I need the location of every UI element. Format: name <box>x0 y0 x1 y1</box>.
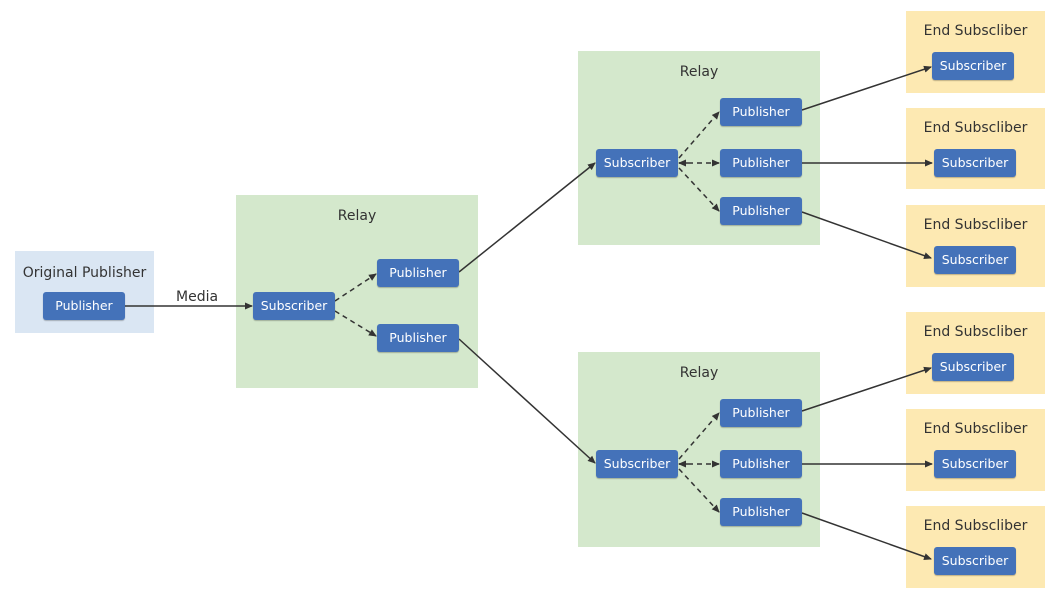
edge-relay2-internal-1 <box>678 111 720 159</box>
end-subscriber-node-6[interactable]: Subscriber <box>934 547 1016 575</box>
edge-to-end-4 <box>801 366 932 412</box>
edge-relay1-internal-1 <box>334 273 377 302</box>
end-subscriber-title-2: End Subscliber <box>923 120 1028 136</box>
relay-title-2: Relay <box>679 64 719 80</box>
relay3-subscriber-node[interactable]: Subscriber <box>596 450 678 478</box>
relay1-publisher-node-1[interactable]: Publisher <box>377 259 459 287</box>
end-subscriber-node-5[interactable]: Subscriber <box>934 450 1016 478</box>
edge-relay3-internal-1 <box>678 412 720 460</box>
end-subscriber-node-3[interactable]: Subscriber <box>934 246 1016 274</box>
edge-relay3-internal-3 <box>678 468 720 513</box>
end-subscriber-node-2[interactable]: Subscriber <box>934 149 1016 177</box>
relay3-publisher-node-3[interactable]: Publisher <box>720 498 802 526</box>
relay2-publisher-node-3[interactable]: Publisher <box>720 197 802 225</box>
relay-group-1: Relay <box>236 195 478 388</box>
end-subscriber-node-4[interactable]: Subscriber <box>932 353 1014 381</box>
edge-relay1-internal-2 <box>334 310 377 337</box>
relay-title-3: Relay <box>679 365 719 381</box>
relay1-publisher-node-2[interactable]: Publisher <box>377 324 459 352</box>
original-publisher-title: Original Publisher <box>22 265 147 281</box>
relay3-publisher-node-1[interactable]: Publisher <box>720 399 802 427</box>
relay-title-1: Relay <box>337 208 377 224</box>
edge-to-end-6 <box>801 512 932 560</box>
end-subscriber-node-1[interactable]: Subscriber <box>932 52 1014 80</box>
end-subscriber-title-5: End Subscliber <box>923 421 1028 437</box>
relay3-publisher-node-2[interactable]: Publisher <box>720 450 802 478</box>
edge-to-end-3 <box>801 211 932 259</box>
end-subscriber-title-1: End Subscliber <box>923 23 1028 39</box>
relay1-subscriber-node[interactable]: Subscriber <box>253 292 335 320</box>
original-publisher-node[interactable]: Publisher <box>43 292 125 320</box>
edge-to-end-1 <box>801 65 932 111</box>
media-label: Media <box>176 289 219 305</box>
edge-relay1-to-relay2 <box>458 162 596 273</box>
end-subscriber-title-3: End Subscliber <box>923 217 1028 233</box>
relay2-publisher-node-1[interactable]: Publisher <box>720 98 802 126</box>
end-subscriber-title-4: End Subscliber <box>923 324 1028 340</box>
end-subscriber-title-6: End Subscliber <box>923 518 1028 534</box>
relay2-subscriber-node[interactable]: Subscriber <box>596 149 678 177</box>
relay2-publisher-node-2[interactable]: Publisher <box>720 149 802 177</box>
edge-relay2-internal-3 <box>678 167 720 212</box>
edge-relay1-to-relay3 <box>458 338 596 464</box>
